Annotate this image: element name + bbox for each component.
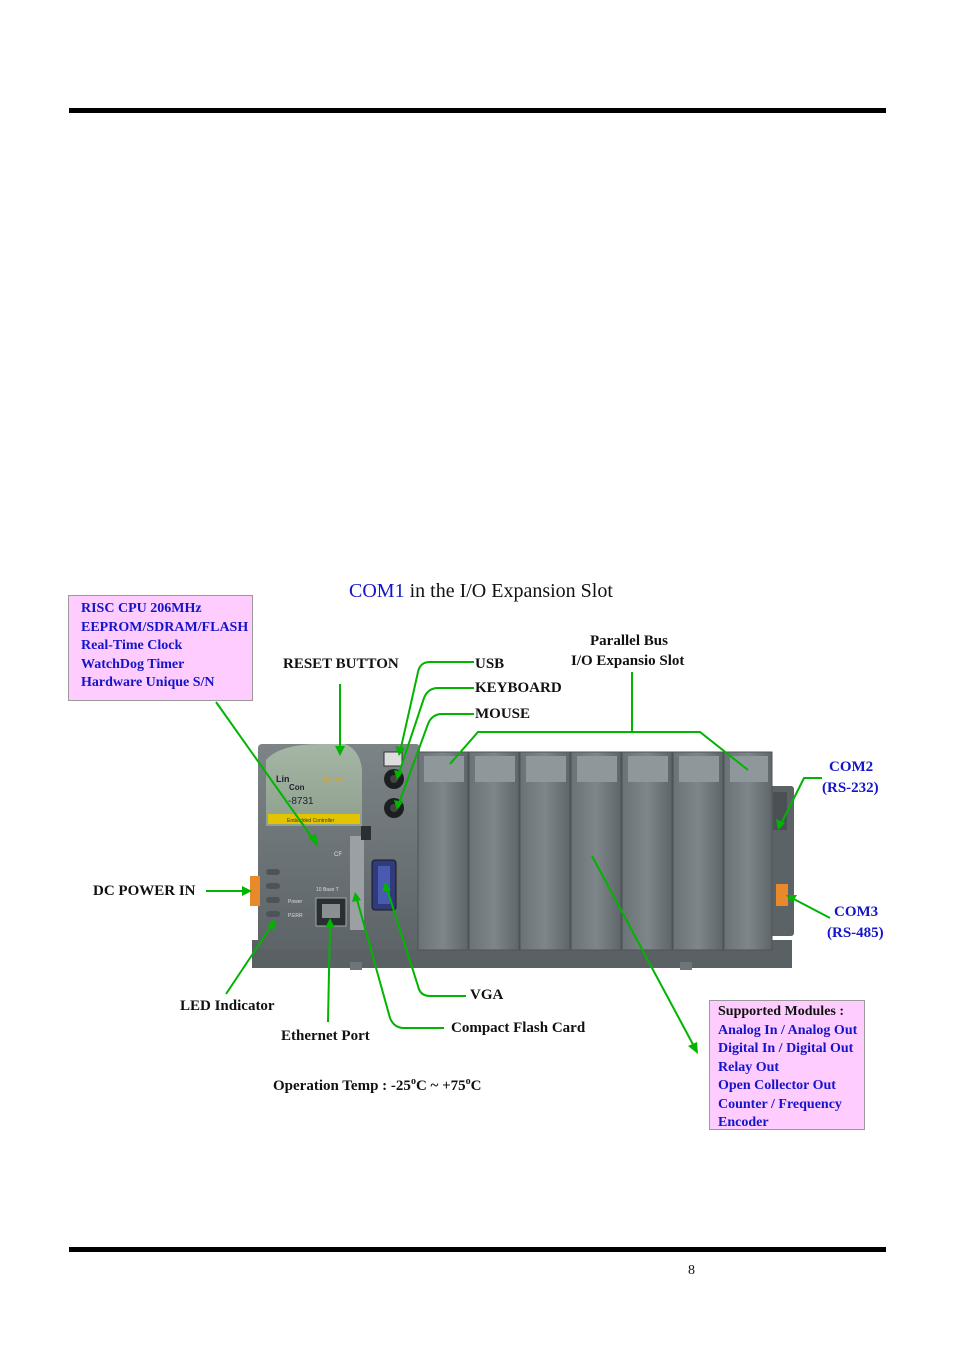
arrow-parallel	[449, 672, 749, 771]
label-reset-button: RESET BUTTON	[283, 656, 399, 672]
led	[266, 897, 280, 903]
usb-port	[383, 751, 403, 767]
label-vga: VGA	[470, 987, 504, 1003]
top-rule	[69, 108, 886, 113]
arrow-ethernet	[327, 921, 331, 1023]
arrow-head	[776, 819, 785, 830]
label-compact-flash: Compact Flash Card	[451, 1020, 586, 1036]
label-parallel-bus: Parallel Bus	[590, 633, 668, 649]
expansion-slot	[519, 751, 571, 951]
arrow-head	[325, 918, 335, 928]
foot	[680, 962, 692, 970]
device-strip: Embedded Controller	[287, 818, 335, 824]
arrow-head	[242, 886, 252, 896]
arrow-spec	[215, 701, 319, 847]
arrow-heads	[242, 746, 797, 1054]
device-os: Linux	[324, 776, 343, 783]
module-item: Encoder	[718, 1115, 769, 1130]
supported-modules-box: Supported Modules : Analog In / Analog O…	[709, 1000, 865, 1130]
spec-item: RISC CPU 206MHz	[81, 601, 202, 616]
led	[266, 869, 280, 875]
com3-terminal	[776, 884, 788, 906]
expansion-slot	[723, 751, 773, 951]
led	[266, 911, 280, 917]
expansion-slot	[468, 751, 520, 951]
expansion-slots	[417, 751, 773, 951]
caption-rest: in the I/O Expansion Slot	[404, 580, 613, 602]
arrow-vga	[385, 885, 466, 997]
module-item: Digital In / Digital Out	[718, 1041, 854, 1056]
label-com2-standard: (RS-232)	[822, 780, 879, 796]
device-power: Power	[288, 899, 303, 905]
arrow-head	[395, 746, 405, 756]
module-item: Relay Out	[718, 1059, 780, 1075]
arrow-led	[225, 921, 275, 995]
label-dc-power-in: DC POWER IN	[93, 883, 196, 899]
arrow-mouse	[397, 713, 474, 807]
arrow-cf	[355, 895, 444, 1029]
modules-title: Supported Modules :	[718, 1004, 845, 1019]
device-brand-con: Con	[289, 783, 305, 792]
arrow-usb	[399, 661, 474, 753]
arrow-keyboard	[397, 687, 474, 777]
arrow-com2	[779, 777, 822, 827]
arrow-head	[382, 882, 391, 892]
arrow-head	[394, 800, 403, 810]
arrow-head	[688, 1042, 698, 1054]
spec-item: Real-Time Clock	[81, 638, 183, 653]
cf-slot	[350, 836, 364, 930]
label-com3: COM3	[834, 904, 879, 920]
brand-strip	[268, 814, 360, 824]
expansion-slot	[570, 751, 622, 951]
caption-com1: COM1	[349, 580, 405, 602]
arrow-head	[308, 834, 318, 846]
label-usb: USB	[475, 656, 505, 672]
label-led-indicator: LED Indicator	[180, 998, 275, 1014]
expansion-slot	[672, 751, 724, 951]
spec-item: WatchDog Timer	[81, 656, 185, 672]
bottom-rule	[69, 1247, 886, 1252]
brand-panel	[266, 744, 362, 826]
arrow-modules	[591, 855, 697, 1051]
module-item: Analog In / Analog Out	[718, 1022, 858, 1038]
arrow-head	[267, 919, 276, 930]
label-ethernet-port: Ethernet Port	[281, 1028, 370, 1044]
label-com2: COM2	[829, 759, 874, 775]
expansion-slot	[621, 751, 673, 951]
device-base-t: 10 Base T	[316, 887, 339, 893]
device-perr: P.ERR	[288, 913, 303, 919]
arrow-head	[786, 895, 797, 903]
arrow-head	[335, 746, 345, 756]
label-keyboard: KEYBOARD	[475, 680, 562, 696]
led	[266, 883, 280, 889]
spec-box: RISC CPU 206MHz EEPROM/SDRAM/FLASH Real-…	[68, 595, 253, 701]
arrow-head	[394, 770, 403, 780]
callout-arrows	[206, 661, 831, 1051]
module-item: Counter / Frequency	[718, 1096, 842, 1112]
dc-power-terminal	[250, 876, 260, 906]
expansion-slot	[417, 751, 469, 951]
arrow-com3	[787, 895, 831, 919]
figure-caption: COM1 in the I/O Expansion Slot	[349, 580, 613, 603]
label-operation-temp: Operation Temp : -25oC ~ +75oC	[273, 1076, 482, 1094]
label-mouse: MOUSE	[475, 706, 531, 722]
spec-item: Hardware Unique S/N	[81, 675, 215, 690]
device-brand-lin: Lin	[276, 774, 290, 784]
device-cf: CF	[334, 852, 342, 858]
arrow-head	[352, 892, 361, 902]
module-item: Open Collector Out	[718, 1078, 836, 1093]
spec-item: EEPROM/SDRAM/FLASH	[81, 619, 249, 635]
label-expansion-slot: I/O Expansio Slot	[571, 653, 685, 669]
device-model: -8731	[288, 796, 314, 807]
foot	[350, 962, 362, 970]
label-com3-standard: (RS-485)	[827, 925, 884, 941]
page-number: 8	[688, 1263, 695, 1278]
